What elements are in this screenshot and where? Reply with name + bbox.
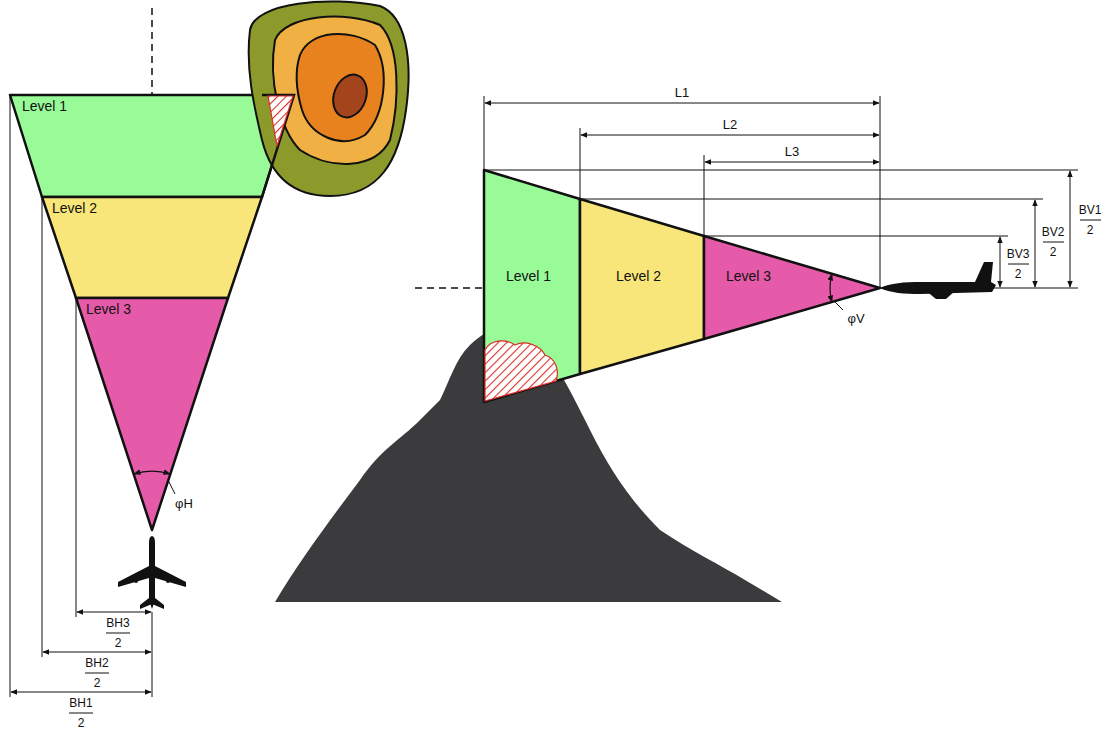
angle-arc [134,471,170,474]
band-outline [702,234,882,341]
level-label: Level 1 [22,98,67,114]
level-band: Level 1 [8,93,296,199]
length-label: L3 [784,145,800,158]
dimension-label: 2 [1049,246,1058,259]
level-label: Level 2 [52,200,97,216]
dimension-label: 2 [114,637,123,650]
length-label: L1 [674,86,690,99]
dimension-label: BH3 [105,617,130,630]
band-outline [482,168,582,404]
angle-label: φV [846,312,865,325]
level-label: Level 3 [86,301,131,317]
dimension-label: 2 [1014,268,1023,281]
dimension-label: BV1 [1078,204,1103,217]
level-label: Level 1 [506,268,551,284]
level-edge [262,95,294,197]
band-shape [10,95,294,197]
level-label: Level 2 [616,268,661,284]
band-shape [704,236,880,339]
terrain-contours [249,1,409,196]
hazard-zone [485,341,557,401]
band-shape [484,170,580,402]
leader-line [168,480,175,494]
band-outline [74,296,230,532]
dimension-label: 2 [93,677,102,690]
aircraft-top-view [118,536,186,609]
angle-arc [830,274,832,302]
level-band: Level 3 [702,234,882,341]
level-label: Level 3 [726,268,771,284]
level-band: Level 1 [482,168,582,404]
band-shape [76,298,228,530]
aircraft-side-view [880,262,996,299]
dimension-lines [10,95,1101,713]
dimension-label: BV3 [1006,248,1031,261]
dimension-label: 2 [77,717,86,730]
band-outline [578,197,706,376]
band-shape [42,197,262,298]
level-band: Level 2 [40,195,264,300]
dimension-label: 2 [1086,224,1095,237]
level-band: Level 3 [74,296,230,532]
band-shape [580,199,704,374]
hazard-zone [268,96,293,146]
leader-line [835,302,843,310]
dimension-label: BV2 [1041,226,1066,239]
angle-label: φH [174,497,194,510]
length-label: L2 [722,118,738,131]
dimension-label: BH2 [84,657,109,670]
level-band: Level 2 [578,197,706,376]
dimension-label: BH1 [68,697,93,710]
